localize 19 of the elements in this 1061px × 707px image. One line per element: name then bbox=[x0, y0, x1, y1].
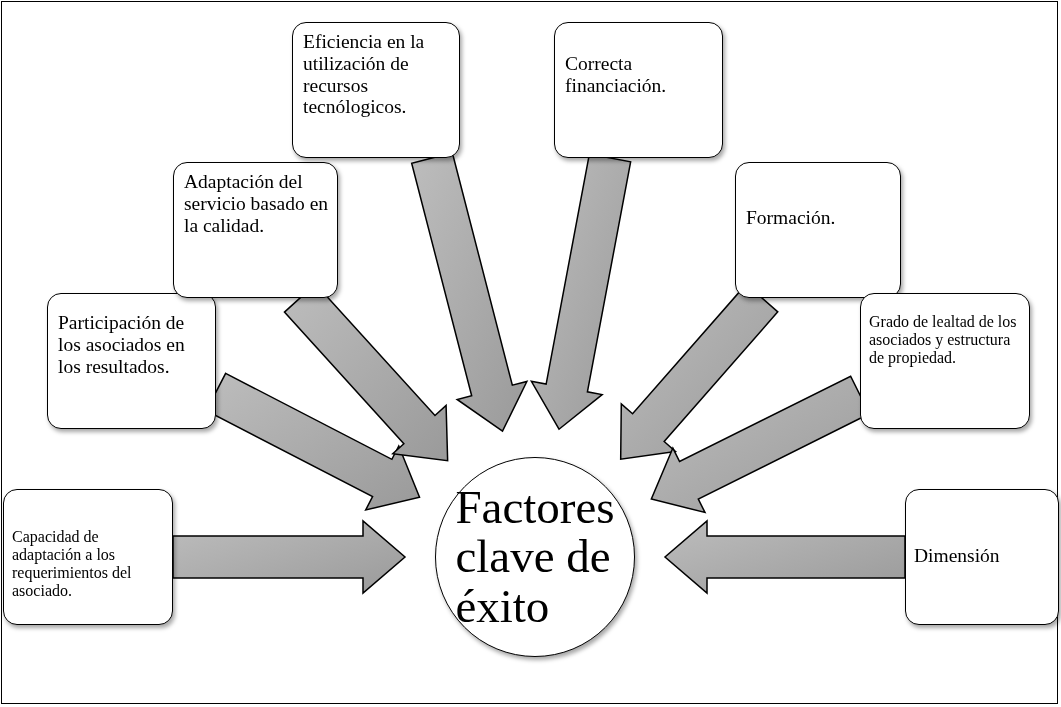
factor-label: Grado de lealtad de los asociados y estructura de propiedad. bbox=[869, 313, 1018, 367]
factor-label: Correcta financiación. bbox=[565, 53, 668, 97]
factor-label: Dimensión bbox=[914, 545, 1001, 567]
factor-box bbox=[292, 22, 460, 158]
factor-box bbox=[554, 22, 723, 158]
factor-box bbox=[47, 293, 216, 429]
factor-label: Participación de los asociados en los resultados. bbox=[58, 312, 186, 378]
factor-box bbox=[860, 293, 1030, 429]
center-label: Factores clave de éxito bbox=[455, 483, 615, 631]
factor-label: Adaptación del servicio basado en la calidad. bbox=[184, 171, 330, 237]
factor-label: Eficiencia en la utilización de recursos tecnólogicos. bbox=[303, 31, 426, 119]
factor-box bbox=[905, 489, 1059, 625]
block-arrow bbox=[172, 519, 407, 595]
factor-box bbox=[173, 162, 338, 298]
factor-label: Capacidad de adaptación a los requerimientos del asociado. bbox=[12, 528, 133, 600]
block-arrow bbox=[663, 519, 906, 595]
factor-label: Formación. bbox=[746, 207, 837, 229]
factor-box bbox=[3, 489, 173, 625]
factor-box bbox=[735, 162, 901, 298]
